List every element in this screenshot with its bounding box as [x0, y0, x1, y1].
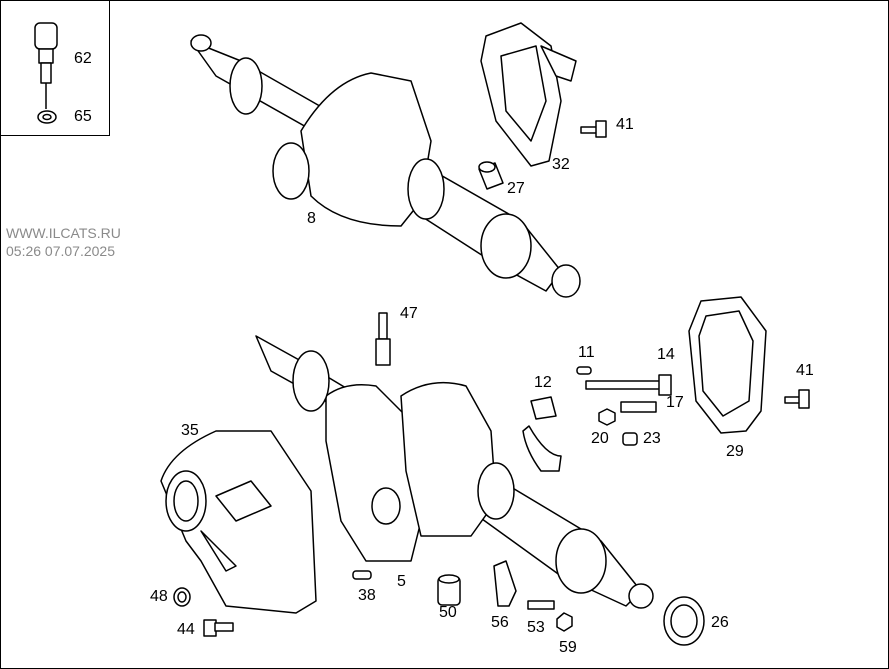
- part-20-nut[interactable]: [598, 408, 616, 426]
- callout-56[interactable]: 56: [491, 614, 509, 631]
- part-11-pin[interactable]: [576, 366, 592, 375]
- part-38-pin[interactable]: [352, 570, 372, 580]
- part-65-seal[interactable]: [37, 110, 57, 124]
- part-41-bolt-lower[interactable]: [784, 389, 810, 409]
- part-12-bearing-cap[interactable]: [522, 396, 562, 472]
- callout-47[interactable]: 47: [400, 305, 418, 322]
- watermark-site: WWW.ILCATS.RU: [6, 225, 121, 241]
- part-27-bushing[interactable]: [478, 161, 504, 190]
- part-59-nut[interactable]: [556, 612, 573, 632]
- part-62-sensor[interactable]: [34, 22, 58, 109]
- callout-11[interactable]: 11: [578, 344, 595, 361]
- callout-5[interactable]: 5: [397, 573, 406, 590]
- part-5-axle-housing[interactable]: [255, 335, 654, 609]
- callout-44[interactable]: 44: [177, 621, 195, 638]
- callout-65[interactable]: 65: [74, 108, 92, 125]
- callout-8[interactable]: 8: [307, 210, 316, 227]
- watermark-timestamp: 05:26 07.07.2025: [6, 243, 115, 259]
- callout-41-upper[interactable]: 41: [616, 116, 634, 133]
- callout-20[interactable]: 20: [591, 430, 609, 447]
- callout-29[interactable]: 29: [726, 443, 744, 460]
- callout-32[interactable]: 32: [552, 156, 570, 173]
- inset-box: [1, 1, 110, 136]
- callout-59[interactable]: 59: [559, 639, 577, 656]
- part-35-cover[interactable]: [160, 430, 317, 614]
- part-56-bracket[interactable]: [493, 560, 517, 607]
- callout-35[interactable]: 35: [181, 422, 199, 439]
- callout-53[interactable]: 53: [527, 619, 545, 636]
- part-47-breather[interactable]: [375, 312, 391, 366]
- part-29-gasket[interactable]: [688, 296, 767, 434]
- part-26-seal[interactable]: [663, 596, 705, 646]
- callout-48[interactable]: 48: [150, 588, 168, 605]
- callout-38[interactable]: 38: [358, 587, 376, 604]
- part-23-nut[interactable]: [622, 432, 638, 446]
- callout-23[interactable]: 23: [643, 430, 661, 447]
- part-44-bolt[interactable]: [203, 619, 234, 637]
- callout-26[interactable]: 26: [711, 614, 729, 631]
- part-14-bolt[interactable]: [585, 374, 672, 396]
- part-53-stud[interactable]: [527, 600, 555, 610]
- callout-17[interactable]: 17: [666, 394, 684, 411]
- part-8-axle-housing[interactable]: [190, 34, 581, 298]
- callout-27[interactable]: 27: [507, 180, 525, 197]
- part-48-plug[interactable]: [173, 587, 191, 607]
- callout-14[interactable]: 14: [657, 346, 675, 363]
- part-32-cover[interactable]: [480, 22, 577, 167]
- part-41-bolt-upper[interactable]: [580, 120, 607, 138]
- part-50-bushing[interactable]: [437, 574, 461, 606]
- part-17-stud[interactable]: [620, 401, 657, 413]
- callout-62[interactable]: 62: [74, 50, 92, 67]
- callout-41-lower[interactable]: 41: [796, 362, 814, 379]
- callout-50[interactable]: 50: [439, 604, 457, 621]
- callout-12[interactable]: 12: [534, 374, 552, 391]
